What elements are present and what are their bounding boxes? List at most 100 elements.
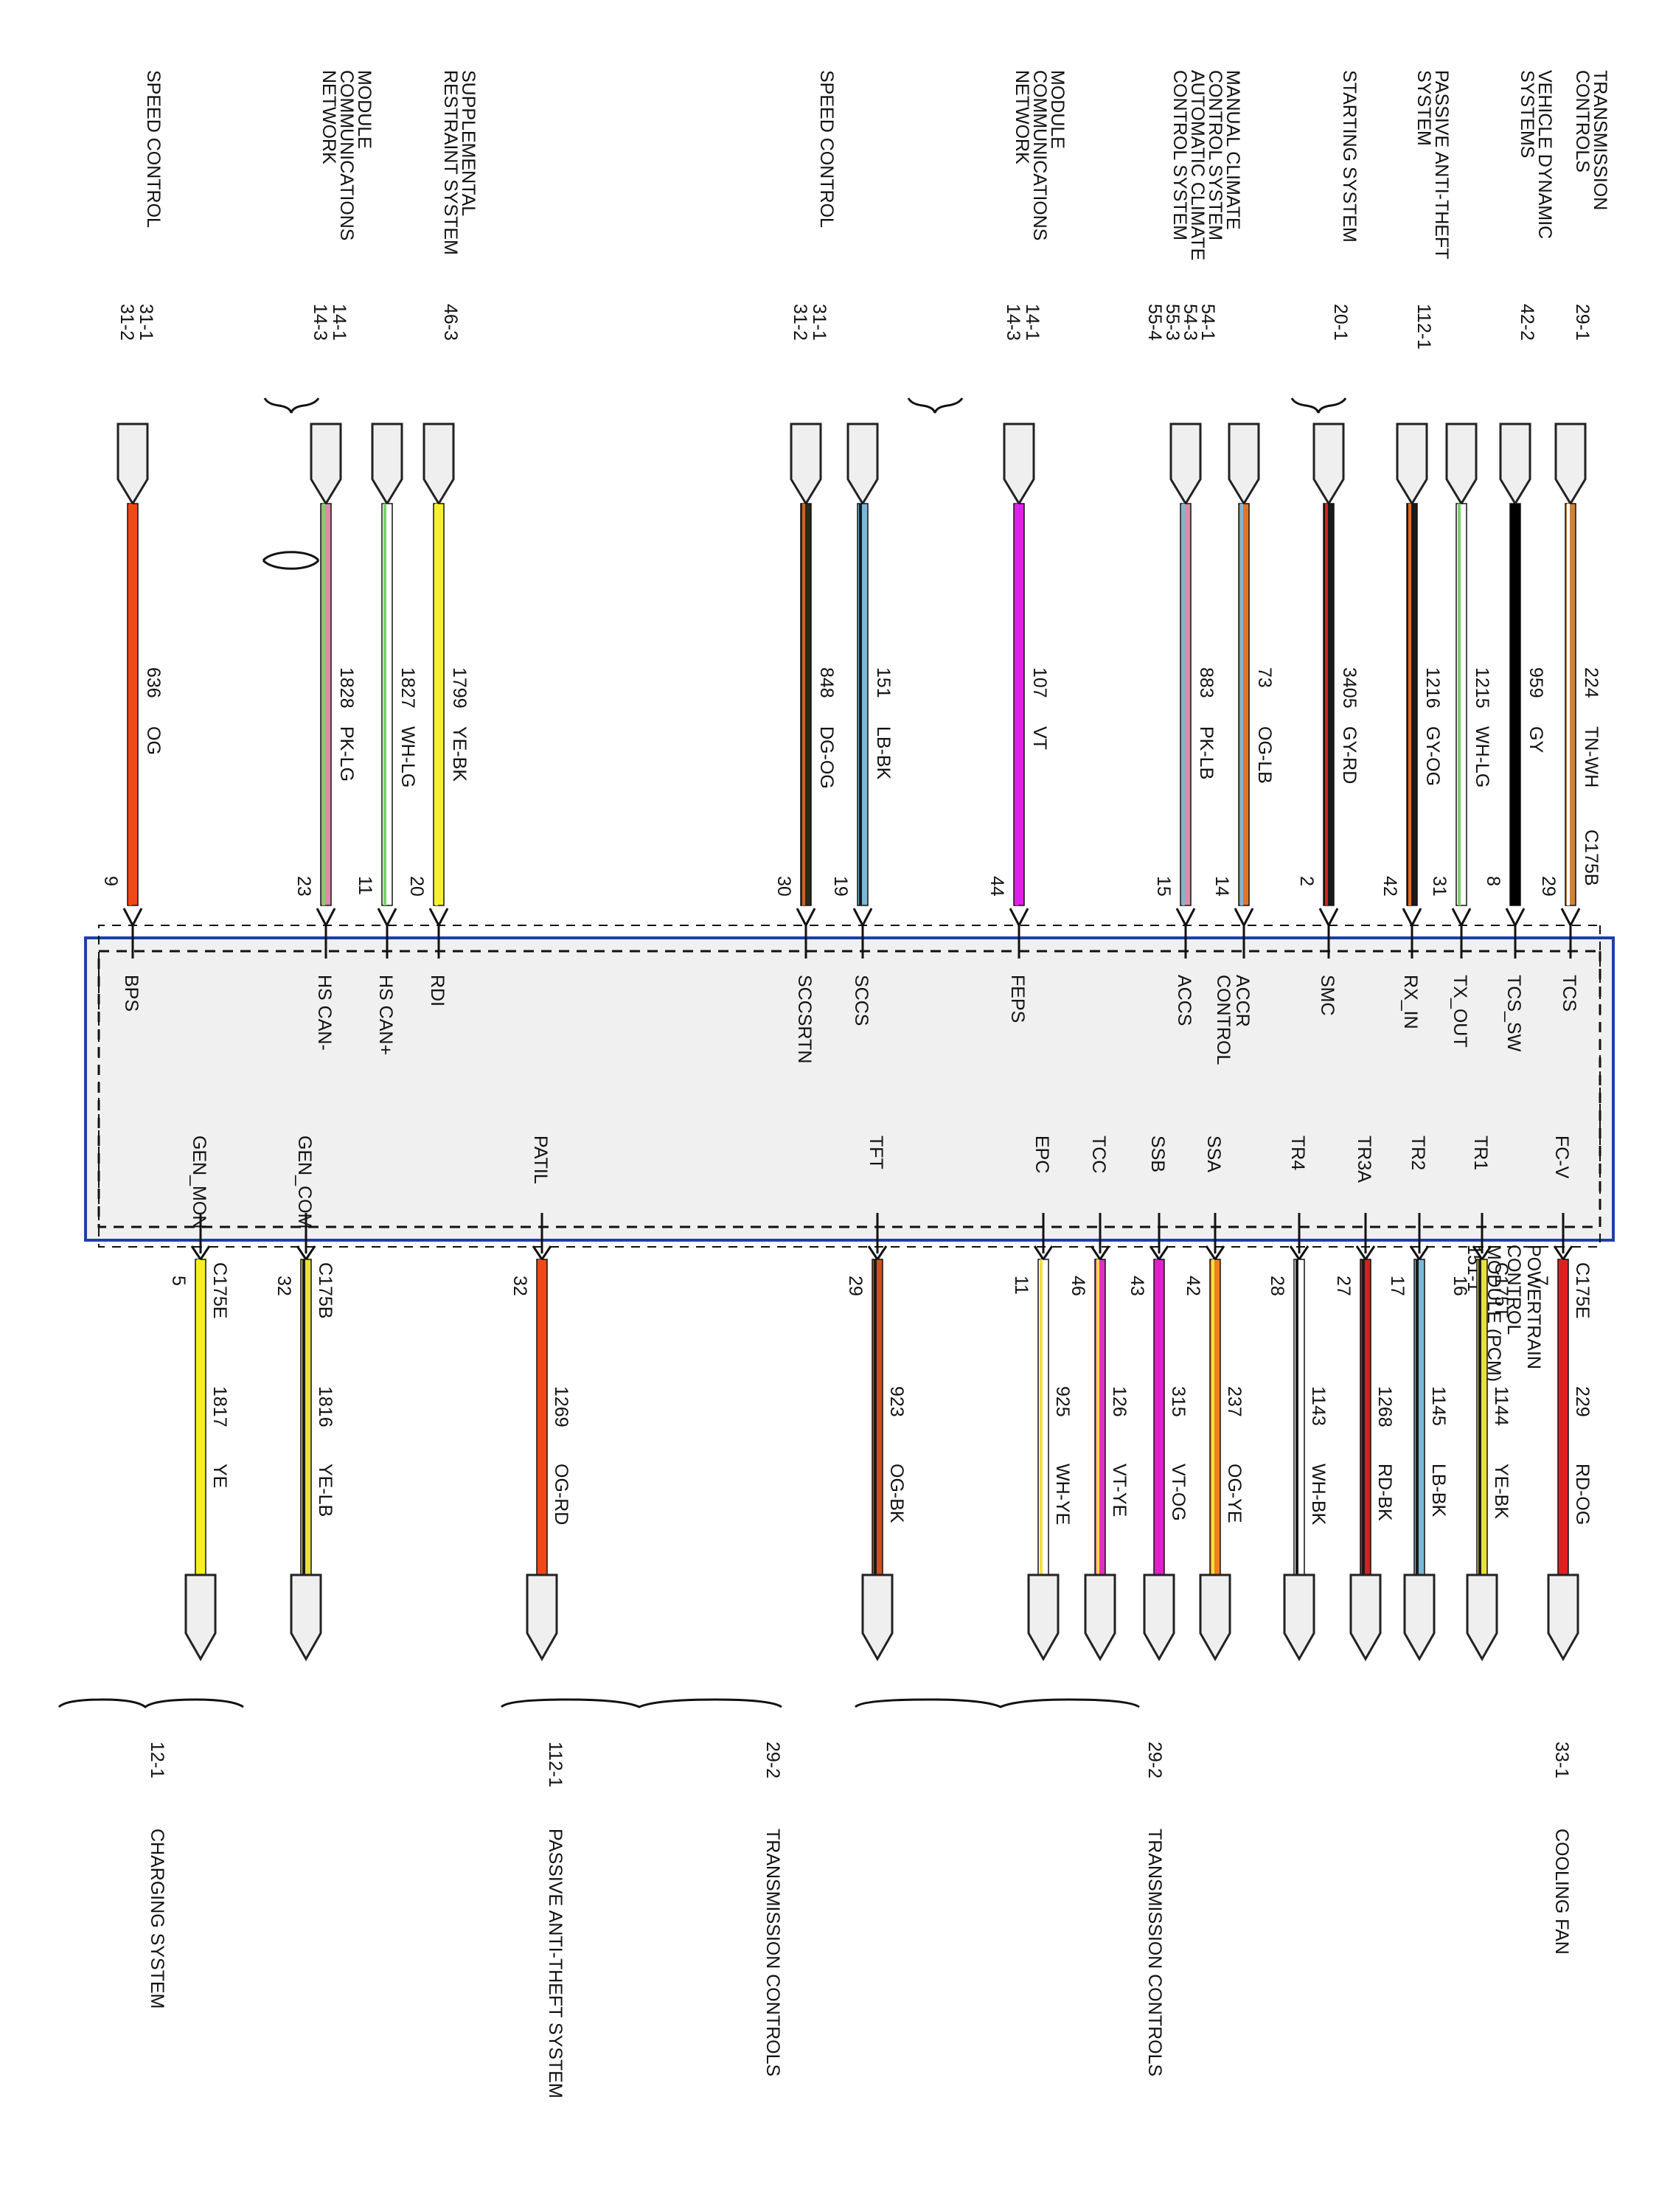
circuit-number: 315	[1168, 1386, 1189, 1417]
connector-plug	[1396, 422, 1428, 506]
circuit-number: 73	[1254, 667, 1275, 688]
group-ref-charging: 12-1	[147, 1742, 167, 1778]
signal-label: SMC	[1317, 975, 1338, 1016]
wire-stripe	[197, 1259, 200, 1575]
system-ref: 31-131-2	[790, 304, 830, 341]
pin-number: 9	[100, 876, 121, 886]
wire-stripe	[1211, 1259, 1214, 1575]
circuit-number: 229	[1572, 1386, 1593, 1417]
system-ref: 42-2	[1517, 304, 1537, 341]
signal-label: TCS_SW	[1503, 975, 1524, 1052]
ref-line: 55-4	[1144, 304, 1165, 341]
wire-color-code: OG	[143, 726, 164, 755]
module-name-line-2: CONTROL	[1503, 1245, 1524, 1335]
circuit-number: 923	[886, 1386, 907, 1417]
pin-number: 31	[1429, 876, 1450, 897]
signal-label: TX_OUT	[1450, 975, 1470, 1048]
wire-stripe	[1182, 504, 1185, 905]
pin-number: 23	[293, 876, 314, 897]
wire-color-code: YE-BK	[1491, 1464, 1512, 1519]
ref-line: 31-1	[136, 304, 156, 341]
wire-color-code: WH-LG	[397, 726, 418, 787]
connector-id: C175B	[1581, 830, 1601, 886]
circuit-number: 1268	[1374, 1386, 1395, 1427]
wire-color-code: PK-LG	[336, 726, 357, 782]
circuit-number: 1144	[1491, 1386, 1512, 1426]
wire-stripe	[1567, 504, 1570, 905]
signal-label: RX_IN	[1400, 975, 1421, 1029]
brace-climate	[907, 397, 964, 414]
system-ref: 46-3	[440, 304, 461, 341]
wire-color-code: RD-OG	[1572, 1464, 1593, 1525]
connector-plug	[422, 422, 455, 506]
wire-color-code: DG-OG	[816, 726, 837, 789]
connector-plug	[310, 422, 342, 506]
signal-label: BPS	[121, 975, 142, 1012]
wire-stripe	[1362, 1259, 1365, 1575]
wire-stripe	[859, 504, 862, 905]
wire-color-code: LB-BK	[873, 726, 894, 780]
signal-label: SCCSRTN	[794, 975, 815, 1063]
wire-color-code: WH-LG	[1472, 726, 1492, 787]
connector-plug	[846, 422, 879, 506]
pin-number: 8	[1483, 876, 1503, 886]
connector-plug	[1466, 1573, 1498, 1662]
circuit-number: 1828	[336, 667, 357, 709]
system-name-line: SYSTEMS	[1517, 70, 1537, 158]
pin-number: 32	[509, 1276, 530, 1296]
connector-plug	[1027, 1573, 1060, 1662]
wire-color-code: WH-BK	[1308, 1464, 1329, 1526]
system-name-line: COMMUNICATIONS	[336, 70, 357, 240]
system-name-line: VEHICLE DYNAMIC	[1534, 70, 1555, 239]
system-name-line: SPEED CONTROL	[816, 70, 837, 228]
pin-number: 15	[1153, 876, 1174, 897]
connector-id: C175E	[209, 1262, 230, 1318]
wire-color-code: VT	[1029, 726, 1050, 750]
ref-line: 54-1	[1197, 304, 1218, 341]
connector-plug	[1349, 1573, 1382, 1662]
connector-plug	[116, 422, 149, 506]
connector-plug	[1169, 422, 1202, 506]
pcm-module-outline	[84, 936, 1615, 1242]
connector-plug	[184, 1573, 217, 1662]
system-name-line: RESTRAINT SYSTEM	[440, 70, 461, 255]
circuit-number: 1216	[1422, 667, 1443, 709]
connector-id: C175E	[1572, 1262, 1593, 1318]
ref-line: 31-1	[809, 304, 830, 341]
wire-color-code: TN-WH	[1581, 726, 1601, 787]
circuit-number: 959	[1526, 667, 1546, 698]
system-name-line: COMMUNICATIONS	[1029, 70, 1050, 240]
group-system-trans-1: TRANSMISSION CONTROLS	[1144, 1829, 1165, 2076]
wire-stripe	[435, 504, 438, 905]
wire-stripe	[1559, 1259, 1562, 1575]
system-name-line: SPEED CONTROL	[143, 70, 164, 228]
circuit-number: 883	[1196, 667, 1217, 698]
wire-color-code: PK-LB	[1196, 726, 1217, 779]
pin-number: 7	[1531, 1276, 1551, 1286]
signal-label: TR1	[1470, 1135, 1491, 1170]
connector-plug	[1554, 422, 1587, 506]
harness-braces	[58, 397, 1347, 1708]
ref-line: 14-1	[1022, 304, 1043, 341]
circuit-number: 107	[1029, 667, 1050, 698]
brace-trans-2	[500, 1698, 782, 1708]
pin-number: 5	[168, 1276, 189, 1286]
signal-label: TR3A	[1354, 1135, 1374, 1183]
system-ref: 14-114-3	[1003, 304, 1043, 341]
module-name-line-1: POWERTRAIN	[1523, 1245, 1544, 1369]
connector-plug	[1499, 422, 1531, 506]
circuit-number: 1817	[209, 1386, 230, 1427]
group-ref-trans-2: 29-2	[762, 1742, 783, 1778]
system-name-line: MODULE	[354, 70, 375, 149]
twist-line-b	[262, 551, 320, 562]
